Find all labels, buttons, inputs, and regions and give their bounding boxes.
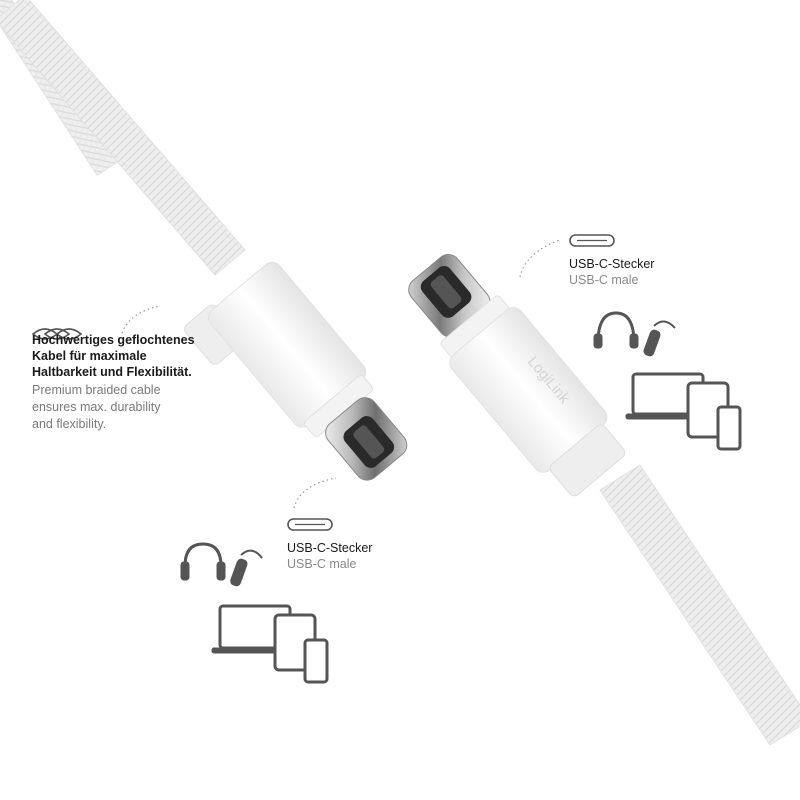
smartphone-icon <box>303 638 329 684</box>
smartphone-icon <box>716 405 742 451</box>
left-cable <box>0 0 246 276</box>
leader-line-left <box>293 477 337 509</box>
headphones-icon <box>180 542 226 581</box>
feature-title-de: Hochwertiges geflochtenes Kabel für maxi… <box>32 333 195 379</box>
usb-c-port-icon <box>569 234 615 247</box>
left-usb-c-connector <box>184 261 408 481</box>
leader-line-right <box>519 239 561 278</box>
connector-right-subtitle: USB-C male <box>569 273 639 287</box>
connector-left-label: USB-C-Stecker USB-C male <box>287 536 427 572</box>
earbud-icon <box>643 320 676 357</box>
usb-c-port-icon <box>287 518 333 531</box>
connector-left-subtitle: USB-C male <box>287 557 357 571</box>
device-icons-left <box>180 542 329 684</box>
infinity-braid-icon <box>31 328 83 340</box>
feature-description: Hochwertiges geflochtenes Kabel für maxi… <box>32 326 232 433</box>
connector-left-title: USB-C-Stecker <box>287 541 373 555</box>
device-icons-right <box>593 311 742 451</box>
right-usb-c-connector <box>408 254 626 497</box>
right-cable <box>599 464 800 746</box>
connector-right-label: USB-C-Stecker USB-C male <box>569 252 709 288</box>
connector-right-title: USB-C-Stecker <box>569 257 655 271</box>
feature-subtitle-en: Premium braided cable ensures max. durab… <box>32 383 161 431</box>
earbud-icon <box>230 549 263 587</box>
headphones-icon <box>593 311 639 349</box>
